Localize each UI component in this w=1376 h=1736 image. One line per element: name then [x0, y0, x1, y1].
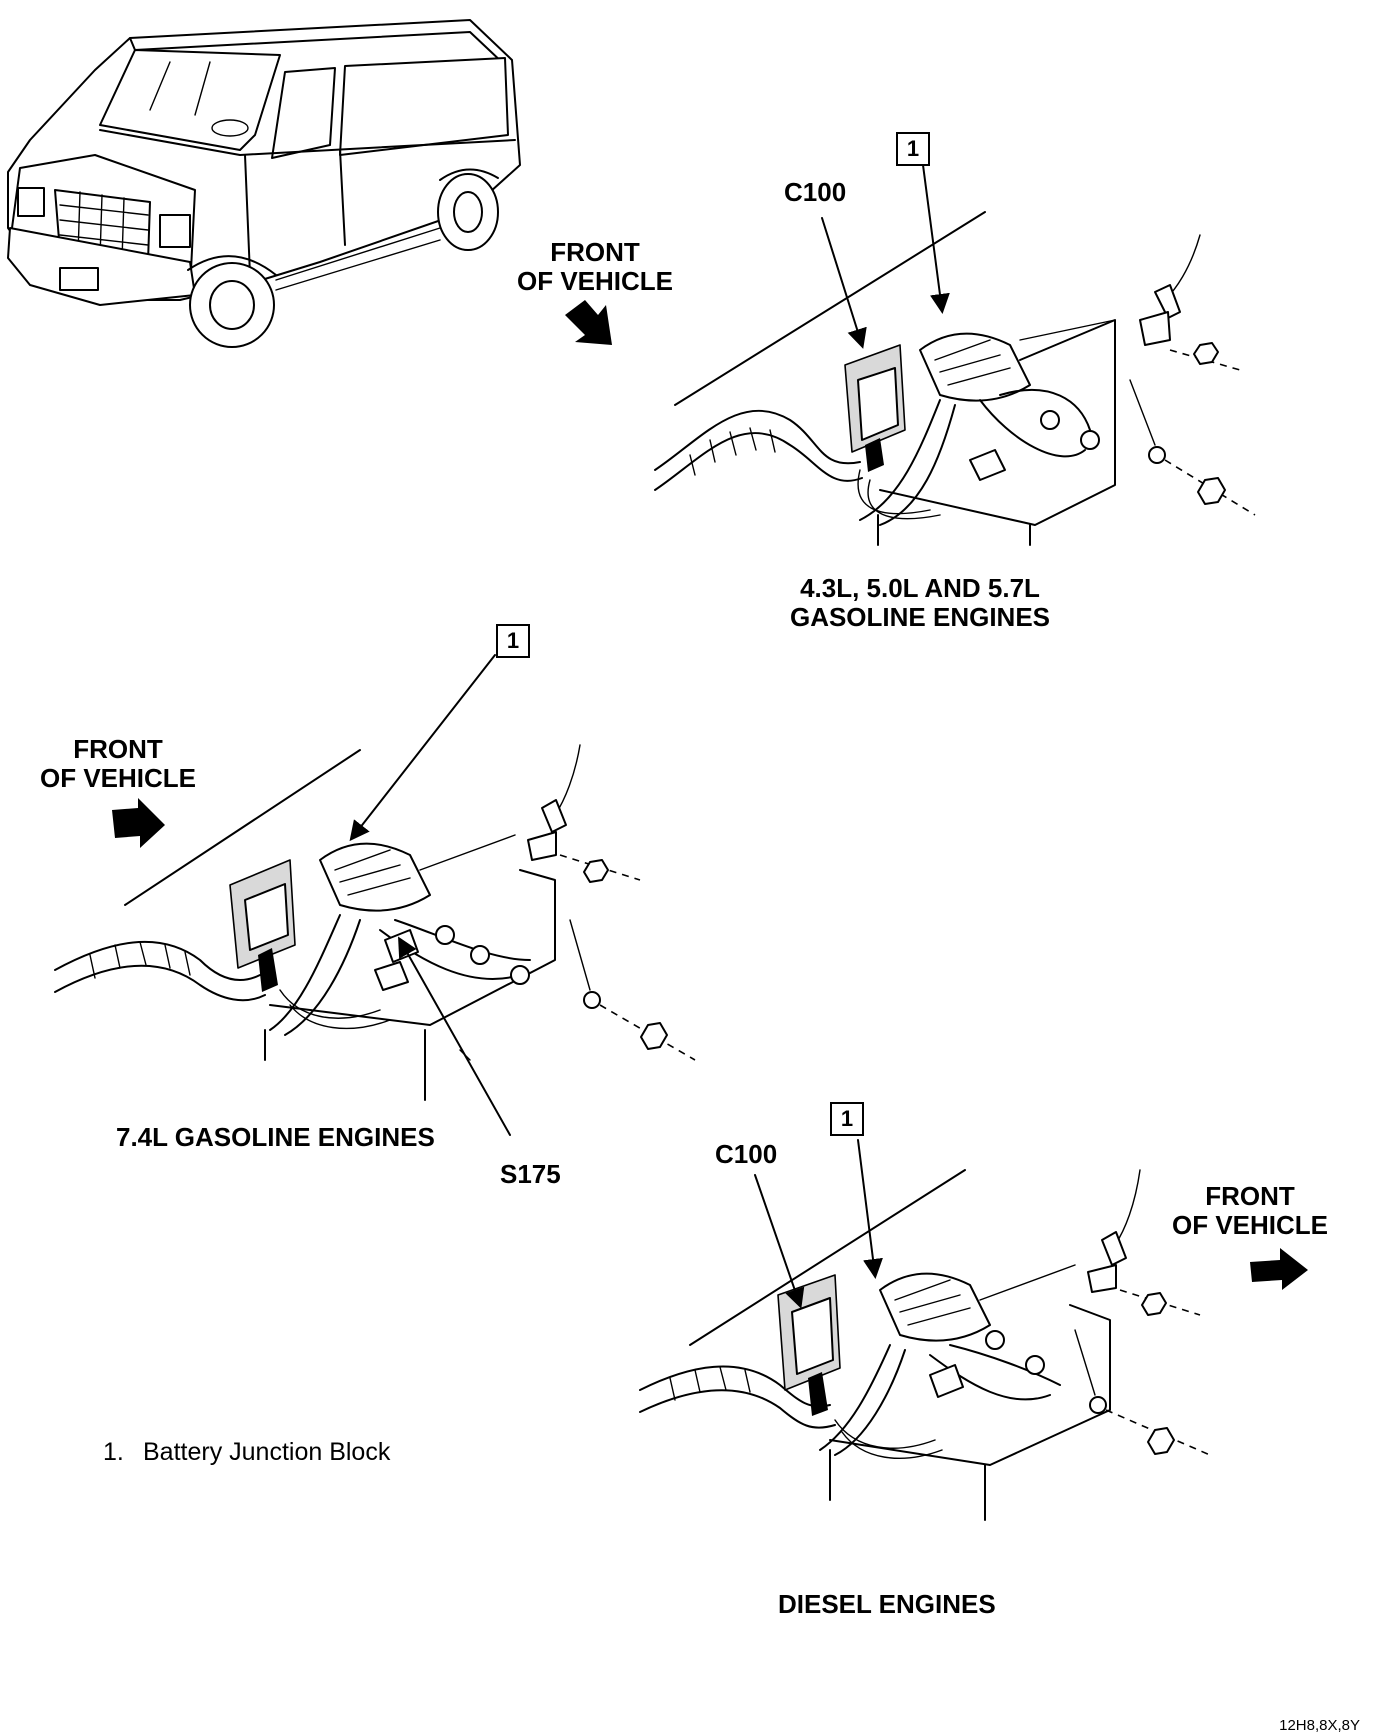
van-illustration	[7, 19, 521, 348]
legend-text: Battery Junction Block	[143, 1438, 391, 1466]
c100-label-bottom: C100	[715, 1139, 778, 1169]
top-engine-view	[654, 211, 1256, 546]
figure-code: 12H8,8X,8Y	[1279, 1717, 1360, 1734]
legend-item: 1. Battery Junction Block	[103, 1438, 390, 1467]
c100-label-top: C100	[784, 177, 847, 207]
middle-engine-view	[54, 744, 696, 1101]
legend-number: 1.	[103, 1438, 124, 1466]
callout-1-leader-middle	[349, 654, 496, 842]
callout-1-bottom: 1	[830, 1102, 864, 1136]
s175-leader	[398, 936, 511, 1136]
c100-leader-top	[821, 217, 867, 349]
front-arrow-icon	[112, 798, 165, 848]
bottom-view-caption: DIESEL ENGINES	[778, 1589, 996, 1619]
front-arrow-icon	[565, 300, 612, 345]
front-arrow-icon	[1250, 1248, 1308, 1290]
callout-1-middle: 1	[496, 624, 530, 658]
s175-label: S175	[500, 1159, 561, 1189]
front-of-vehicle-label-top: FRONT OF VEHICLE	[516, 237, 673, 296]
middle-view-caption: 7.4L GASOLINE ENGINES	[116, 1122, 435, 1152]
front-of-vehicle-label-middle: FRONT OF VEHICLE	[39, 734, 196, 793]
callout-1-top: 1	[896, 132, 930, 166]
callout-1-leader-bottom	[857, 1139, 883, 1279]
c100-leader-bottom	[754, 1174, 805, 1309]
callout-1-leader-top	[922, 164, 950, 314]
bottom-engine-view	[639, 1169, 1211, 1521]
top-view-caption: 4.3L, 5.0L AND 5.7L GASOLINE ENGINES	[789, 573, 1051, 632]
front-of-vehicle-label-bottom: FRONT OF VEHICLE	[1171, 1181, 1328, 1240]
